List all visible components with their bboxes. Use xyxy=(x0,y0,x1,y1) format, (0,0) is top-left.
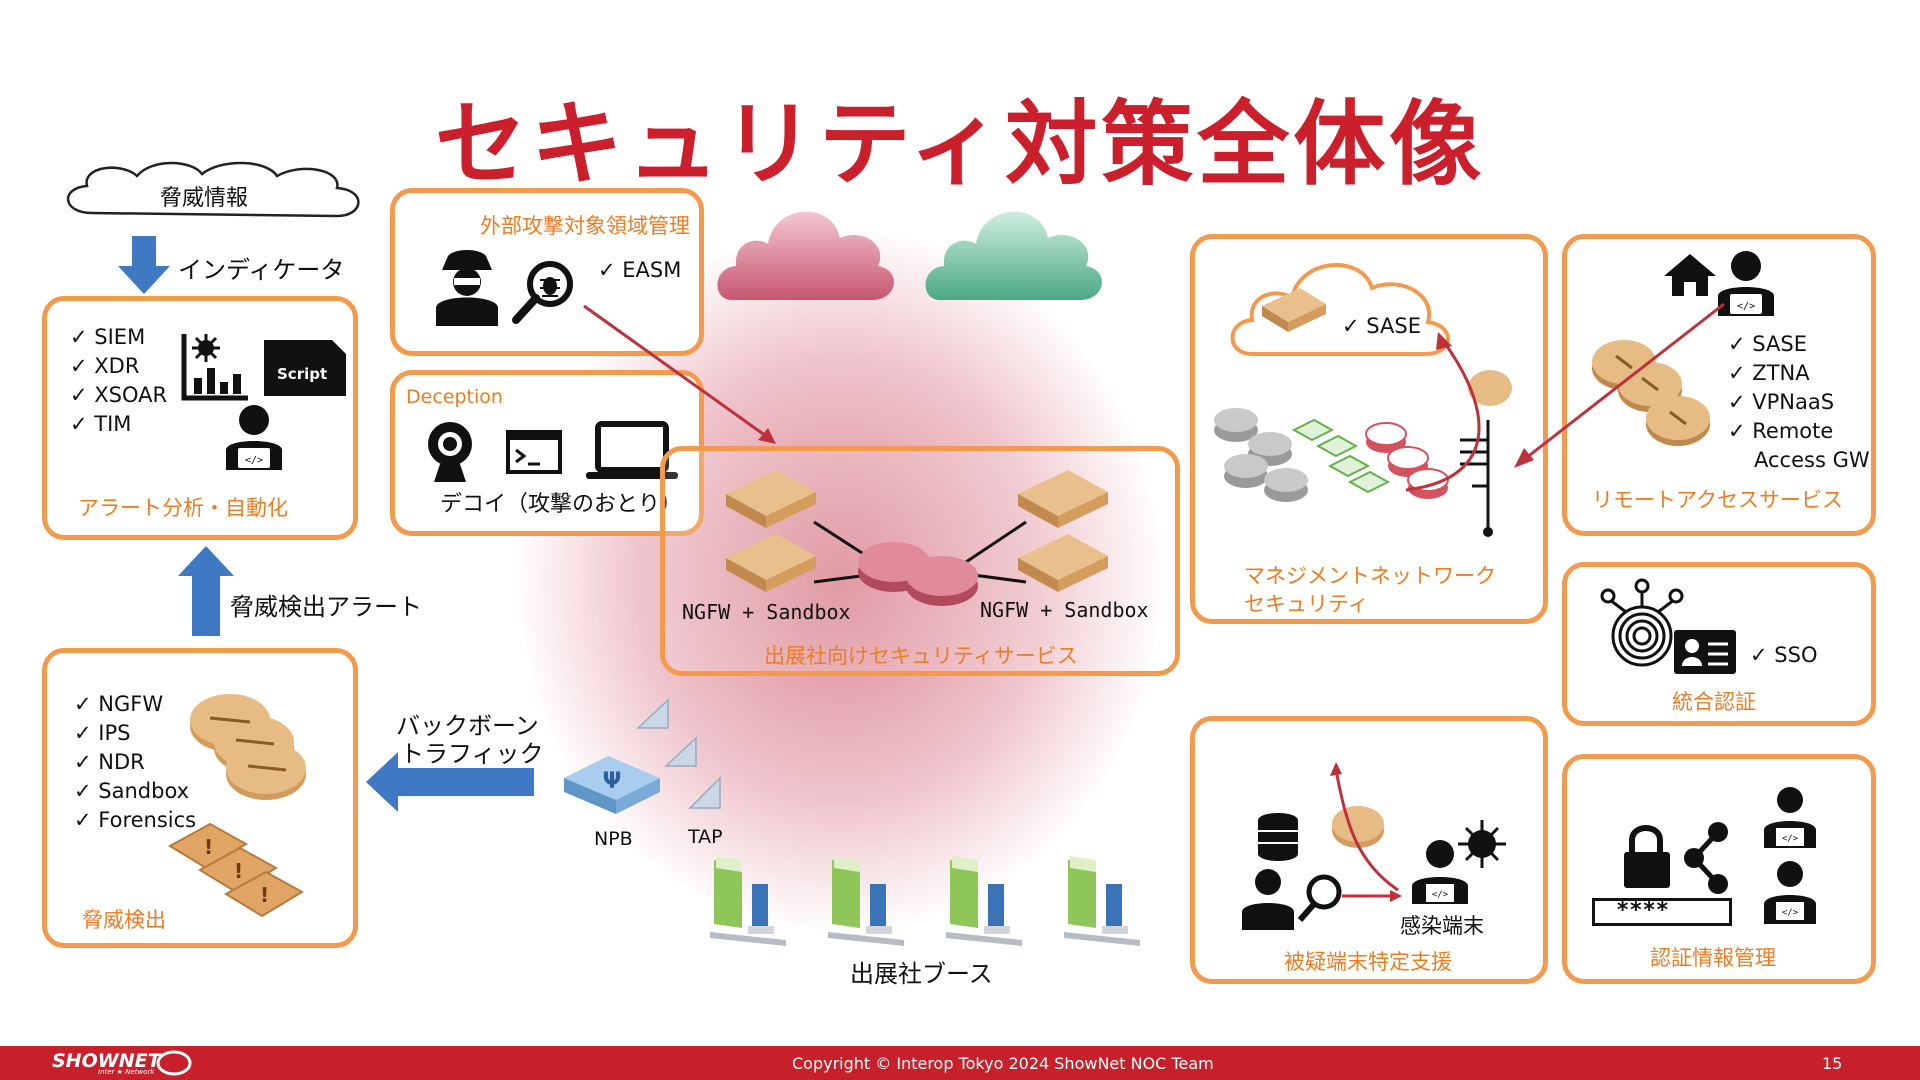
list-item: Forensics xyxy=(74,806,196,835)
svg-text:</>: </> xyxy=(1737,301,1755,312)
sso-item: SSO xyxy=(1750,641,1817,670)
pink-cloud-icon xyxy=(717,211,894,300)
credential-users-icon: </> </> xyxy=(1764,787,1816,924)
easm-item: EASM xyxy=(598,256,681,285)
svg-text:</>: </> xyxy=(1782,908,1799,918)
script-label: Script xyxy=(277,365,328,383)
hacker-icon xyxy=(436,250,498,326)
bug-search-icon xyxy=(512,261,573,324)
shownet-logo: SHOWNET xyxy=(52,1050,161,1072)
management-network-diagram xyxy=(1214,370,1512,537)
list-item: IPS xyxy=(74,719,196,748)
sase-item: SASE xyxy=(1342,312,1421,341)
ngfw-sandbox-right-label: NGFW + Sandbox xyxy=(980,598,1149,622)
warning-appliance-icon: !!! xyxy=(168,822,304,918)
fingerprint-id-icon xyxy=(1600,578,1736,674)
alert-analysis-caption: アラート分析・自動化 xyxy=(78,496,288,520)
npb-device-icon: Ψ xyxy=(564,756,660,814)
threat-detection-caption: 脅威検出 xyxy=(82,908,166,932)
copyright-text: Copyright © Interop Tokyo 2024 ShowNet N… xyxy=(792,1054,1214,1073)
exhibitor-booths-icon xyxy=(710,856,1140,946)
page-title: セキュリティ対策全体像 xyxy=(434,91,1486,198)
password-field xyxy=(1592,898,1732,926)
ngfw-sandbox-left-label: NGFW + Sandbox xyxy=(682,600,851,624)
remote-access-gw-label: Access GW xyxy=(1754,448,1870,472)
threat-intel-cloud-icon xyxy=(66,161,360,218)
shownet-logo-ellipse-icon xyxy=(156,1050,192,1076)
list-item: NDR xyxy=(74,748,196,777)
backbone-label-1: バックボーン xyxy=(396,712,539,740)
page-number: 15 xyxy=(1822,1054,1843,1073)
script-document-icon xyxy=(264,340,346,396)
credential-management-box xyxy=(1562,754,1876,984)
svg-text:</>: </> xyxy=(1782,834,1799,844)
svg-text:!: ! xyxy=(204,835,213,859)
mgmt-caption-line-1: マネジメントネットワーク xyxy=(1244,564,1496,588)
list-item: XDR xyxy=(70,352,167,381)
indicator-arrow xyxy=(118,236,170,294)
list-item: XSOAR xyxy=(70,381,167,410)
analytics-chart-icon xyxy=(181,334,248,401)
detection-tool-list: NGFW IPS NDR Sandbox Forensics xyxy=(74,690,196,835)
threat-alert-arrow xyxy=(178,546,234,636)
exhibitor-booth-label: 出展社ブース xyxy=(850,960,993,988)
footer-bar xyxy=(0,1046,1920,1080)
list-item: VPNaaS xyxy=(1728,388,1834,417)
firewall-cluster-icon xyxy=(726,470,1108,606)
svg-text:Ψ: Ψ xyxy=(603,769,622,794)
list-item: Remote xyxy=(1728,417,1834,446)
lock-share-icon xyxy=(1624,822,1728,894)
remote-user-icon: </> xyxy=(1718,251,1774,316)
tap-label: TAP xyxy=(688,826,723,848)
threat-intel-label: 脅威情報 xyxy=(160,186,249,211)
mgmt-caption-line-2: セキュリティ xyxy=(1244,592,1369,616)
firewall-stack-icon xyxy=(190,694,306,800)
suspect-terminal-caption: 被疑端末特定支援 xyxy=(1284,950,1452,974)
list-item: ZTNA xyxy=(1728,359,1834,388)
shownet-logo-sub: Inter ★ Network xyxy=(98,1068,155,1076)
analyst-user-icon: </> xyxy=(226,405,282,470)
backbone-traffic-arrow xyxy=(366,752,534,812)
password-mask: **** xyxy=(1616,898,1669,923)
suspect-terminal-diagram: </> xyxy=(1242,762,1506,930)
threat-alert-label: 脅威検出アラート xyxy=(230,593,422,621)
remote-access-arrow xyxy=(1514,302,1725,468)
list-item: Sandbox xyxy=(74,777,196,806)
list-item: TIM xyxy=(70,410,167,439)
easm-flow-arrow xyxy=(583,304,776,444)
svg-text:!: ! xyxy=(234,859,243,883)
remote-access-caption: リモートアクセスサービス xyxy=(1592,488,1843,512)
green-cloud-icon xyxy=(925,211,1102,300)
remote-access-list: SASE ZTNA VPNaaS Remote xyxy=(1728,330,1834,446)
decoy-label: デコイ（攻撃のおとり） xyxy=(440,492,683,517)
svg-text:</>: </> xyxy=(1432,890,1449,900)
list-item: SASE xyxy=(1728,330,1834,359)
home-icon xyxy=(1664,254,1716,296)
sso-caption: 統合認証 xyxy=(1672,690,1756,714)
laptop-icon xyxy=(586,421,678,479)
alert-tool-list: SIEM XDR XSOAR TIM xyxy=(70,323,167,439)
webcam-icon xyxy=(428,422,472,482)
terminal-icon xyxy=(506,430,562,474)
easm-caption: 外部攻撃対象領域管理 xyxy=(480,214,690,238)
deception-caption: Deception xyxy=(406,386,503,408)
infected-terminal-label: 感染端末 xyxy=(1400,914,1484,938)
credential-caption: 認証情報管理 xyxy=(1650,946,1776,970)
exhibitor-security-caption: 出展社向けセキュリティサービス xyxy=(764,644,1078,668)
backbone-label-2: トラフィック xyxy=(400,740,544,768)
indicator-label: インディケータ xyxy=(178,256,345,284)
sase-return-arrow xyxy=(1405,332,1481,492)
list-item: SIEM xyxy=(70,323,167,352)
tap-devices-icon xyxy=(636,698,721,809)
svg-text:!: ! xyxy=(260,883,269,907)
npb-label: NPB xyxy=(594,828,633,850)
list-item: NGFW xyxy=(74,690,196,719)
svg-text:</>: </> xyxy=(245,455,263,466)
